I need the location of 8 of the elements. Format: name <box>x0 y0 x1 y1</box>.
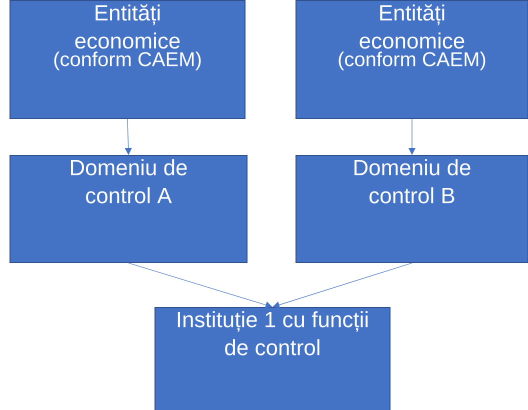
arrow <box>124 118 132 155</box>
arrow <box>128 262 272 308</box>
process-box: Entități economice (conform CAEM) <box>296 0 528 119</box>
process-box: Domeniu de control B <box>296 155 528 263</box>
process-box: Entități economice (conform CAEM) <box>10 0 246 119</box>
process-box: Instituție 1 cu funcții de control <box>154 306 390 410</box>
process-box: Domeniu de control A <box>10 155 248 263</box>
arrow <box>272 262 412 308</box>
